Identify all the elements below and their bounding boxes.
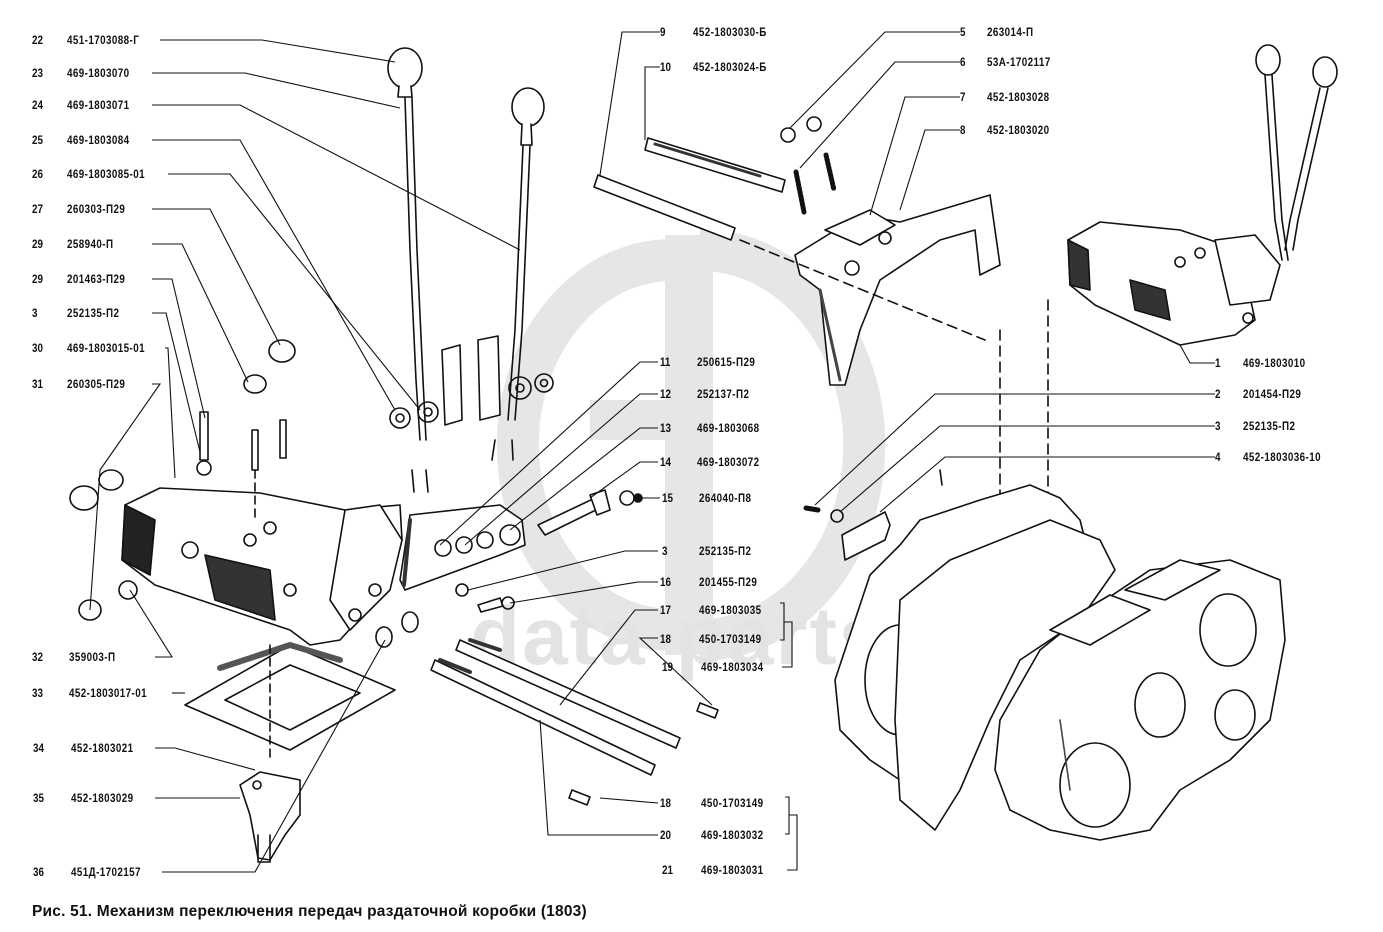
part-number: 263014-П	[987, 25, 1034, 39]
lever-bracket	[399, 504, 526, 591]
part-number: 469-1803070	[67, 66, 130, 80]
callout-number: 9	[660, 25, 666, 39]
callout-number: 11	[660, 355, 671, 369]
callout-number: 29	[32, 237, 43, 251]
part-number: 469-1803071	[67, 98, 130, 112]
part-number: 252135-П2	[699, 544, 752, 558]
callout-number: 21	[662, 863, 673, 877]
shift-rails-top	[593, 137, 786, 241]
callout-number: 25	[32, 133, 43, 147]
callout-number: 34	[33, 741, 44, 755]
callout-number: 12	[660, 387, 671, 401]
part-number: 452-1803020	[987, 123, 1050, 137]
part-number: 452-1803028	[987, 90, 1050, 104]
callout-number: 24	[32, 98, 43, 112]
part-number: 469-1803035	[699, 603, 762, 617]
callout-number: 4	[1215, 450, 1221, 464]
callout-number: 16	[660, 575, 671, 589]
part-number: 452-1803024-Б	[693, 60, 767, 74]
callout-number: 33	[32, 686, 43, 700]
callout-number: 2	[1215, 387, 1221, 401]
part-number: 252135-П2	[1243, 419, 1296, 433]
shift-housing	[121, 487, 403, 646]
callout-number: 36	[33, 865, 44, 879]
plate-bolt-washer	[803, 469, 943, 561]
part-number: 469-1803084	[67, 133, 130, 147]
bolt-and-washer	[455, 583, 515, 613]
part-number: 201454-П29	[1243, 387, 1302, 401]
part-number: 452-1803030-Б	[693, 25, 767, 39]
callout-number: 22	[32, 33, 43, 47]
callout-number: 18	[660, 796, 671, 810]
shift-fork	[794, 194, 1001, 386]
part-number: 450-1703149	[699, 632, 762, 646]
shift-rods	[430, 638, 719, 806]
part-number: 260303-П29	[67, 202, 126, 216]
part-number: 252135-П2	[67, 306, 120, 320]
selector-lever	[239, 771, 301, 863]
part-number: 264040-П8	[699, 491, 752, 505]
callout-number: 6	[960, 55, 966, 69]
callout-number: 23	[32, 66, 43, 80]
callout-number: 20	[660, 828, 671, 842]
part-number: 452-1803021	[71, 741, 134, 755]
part-number: 469-1803034	[701, 660, 764, 674]
watermark-text: data-parts	[470, 591, 887, 682]
callout-number: 19	[662, 660, 673, 674]
callout-number: 35	[33, 791, 44, 805]
callout-number: 27	[32, 202, 43, 216]
callout-number: 32	[32, 650, 43, 664]
part-number: 452-1803029	[71, 791, 134, 805]
callout-number: 7	[960, 90, 966, 104]
callout-number: 3	[32, 306, 38, 320]
part-number: 450-1703149	[701, 796, 764, 810]
part-number: 469-1803015-01	[67, 341, 145, 355]
part-number: 260305-П29	[67, 377, 126, 391]
part-number: 469-1803085-01	[67, 167, 145, 181]
callout-number: 13	[660, 421, 671, 435]
part-number: 469-1803072	[697, 455, 760, 469]
callout-number: 26	[32, 167, 43, 181]
callout-number: 5	[960, 25, 966, 39]
assembled-shift-mechanism	[1067, 44, 1338, 346]
callout-number: 8	[960, 123, 966, 137]
gasket	[184, 642, 396, 751]
part-number: 451Д-1702157	[71, 865, 141, 879]
part-number: 452-1803017-01	[69, 686, 147, 700]
callout-number: 17	[660, 603, 671, 617]
transfer-case-housing	[834, 484, 1286, 841]
part-number: 201463-П29	[67, 272, 126, 286]
callout-number: 31	[32, 377, 43, 391]
axle-and-grease-nipple	[537, 489, 643, 536]
callout-number: 18	[660, 632, 671, 646]
callout-number: 10	[660, 60, 671, 74]
callout-number: 3	[1215, 419, 1221, 433]
part-number: 359003-П	[69, 650, 116, 664]
part-number: 53А-1702117	[987, 55, 1051, 69]
lever-washers	[389, 335, 554, 429]
callout-number: 1	[1215, 356, 1221, 370]
part-number: 469-1803010	[1243, 356, 1306, 370]
part-number: 250615-П29	[697, 355, 756, 369]
detent-balls-springs	[780, 116, 837, 215]
part-number: 451-1703088-Г	[67, 33, 140, 47]
callout-number: 29	[32, 272, 43, 286]
part-number: 469-1803032	[701, 828, 764, 842]
part-number: 452-1803036-10	[1243, 450, 1321, 464]
part-number: 201455-П29	[699, 575, 758, 589]
callout-number: 15	[662, 491, 673, 505]
callout-number: 30	[32, 341, 43, 355]
callout-number: 14	[660, 455, 671, 469]
gear-lever-right	[491, 87, 545, 461]
part-number: 252137-П2	[697, 387, 750, 401]
part-number: 469-1803068	[697, 421, 760, 435]
figure-caption: Рис. 51. Механизм переключения передач р…	[32, 903, 587, 920]
callout-number: 3	[662, 544, 668, 558]
part-number: 258940-П	[67, 237, 114, 251]
part-number: 469-1803031	[701, 863, 764, 877]
